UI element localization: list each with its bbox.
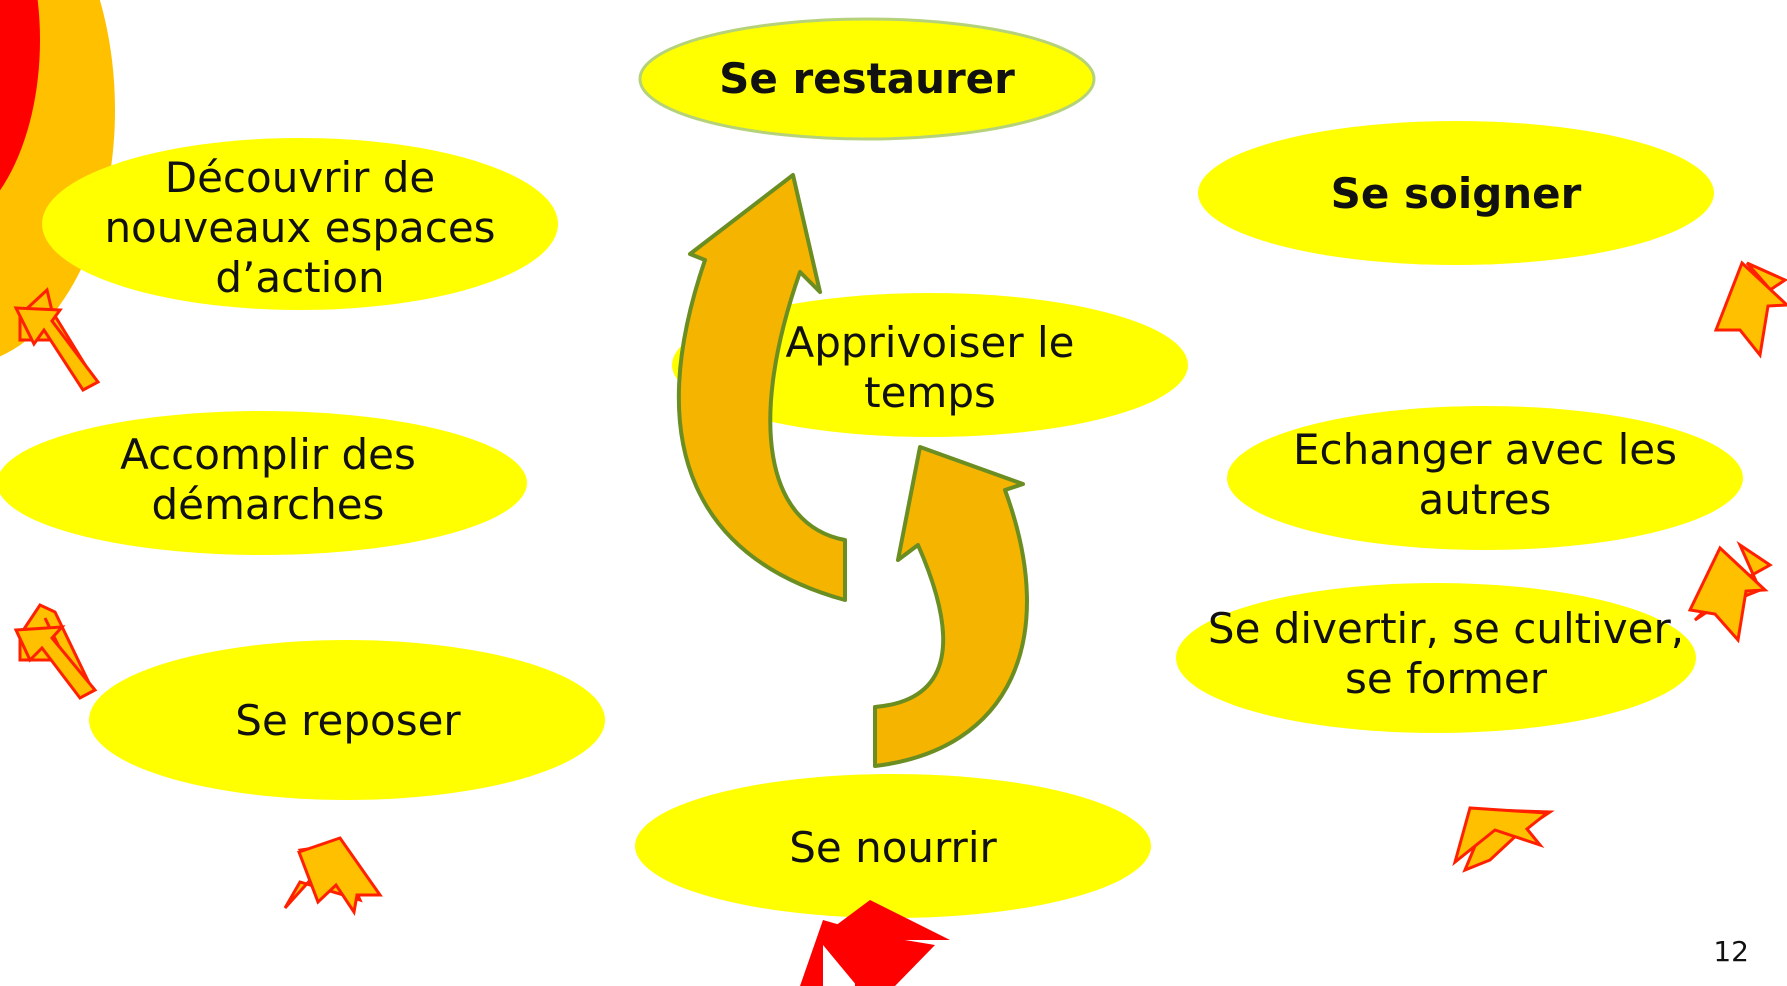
- arrow-small-3: [297, 836, 383, 916]
- curved-arrow-lower: [873, 445, 1029, 768]
- bubble-apprivoiser: [672, 293, 1188, 437]
- node-se-nourrir: Se nourrir: [789, 823, 997, 872]
- bubble-accomplir: [0, 411, 527, 555]
- curved-arrow-upper: [676, 173, 847, 602]
- arrow-small-4: [1452, 806, 1551, 867]
- bubble-soigner: [1198, 121, 1714, 265]
- bubble-decouvrir: [42, 138, 558, 310]
- arrow-small-1: [13, 306, 101, 392]
- node-decouvrir: Découvrir de nouveaux espaces d’action: [104, 153, 496, 302]
- main-arrow-up: [823, 900, 950, 986]
- arrow-small-6: [1687, 545, 1769, 644]
- node-se-soigner: Se soigner: [1330, 169, 1582, 218]
- node-se-restaurer: Se restaurer: [719, 54, 1015, 103]
- small-arrows: [13, 260, 1787, 916]
- node-divertir: Se divertir, se cultiver, se former: [1207, 604, 1685, 703]
- corner-decoration: [0, 0, 115, 357]
- bubble-echanger: [1227, 406, 1743, 550]
- node-echanger: Echanger avec les autres: [1293, 425, 1677, 524]
- arrow-small-5: [1713, 260, 1787, 359]
- node-apprivoiser: Apprivoiser le temps: [785, 318, 1075, 417]
- bubble-divertir: [1176, 583, 1696, 733]
- bubble-restaurer: [638, 17, 1096, 141]
- bubble-nourrir: [635, 774, 1151, 918]
- bubble-reposer: [89, 640, 605, 800]
- node-accomplir: Accomplir des démarches: [120, 430, 416, 529]
- page-number: 12: [1713, 935, 1749, 968]
- node-se-reposer: Se reposer: [235, 696, 461, 745]
- arrow-small-2: [13, 625, 98, 700]
